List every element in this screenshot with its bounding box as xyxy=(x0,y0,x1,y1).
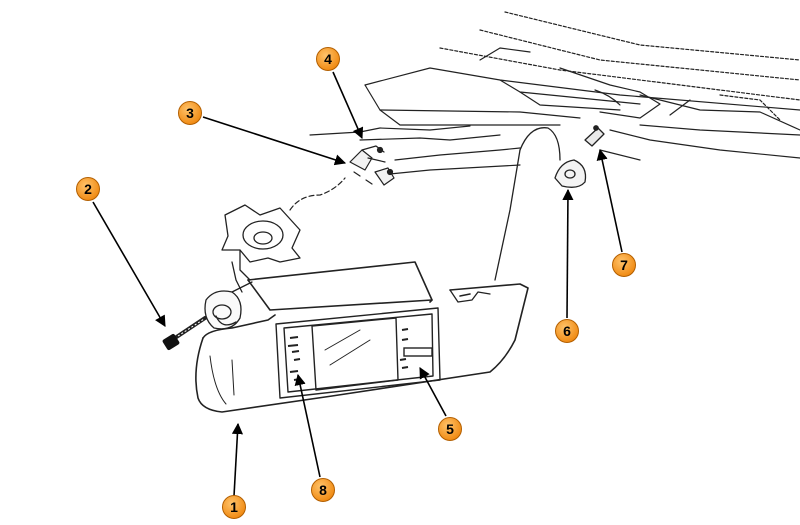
leader-1 xyxy=(231,422,244,497)
leader-6 xyxy=(562,188,574,319)
leader-5 xyxy=(419,367,447,417)
callout-7: 7 xyxy=(612,253,636,277)
callout-6-label: 6 xyxy=(563,323,571,339)
callout-8-label: 8 xyxy=(319,482,327,498)
visor-pivot-base xyxy=(204,281,253,330)
callout-4: 4 xyxy=(316,47,340,71)
roof-headliner xyxy=(309,11,800,176)
visor-screw xyxy=(162,316,207,351)
right-side-retainer xyxy=(554,125,605,188)
leader-lines xyxy=(92,71,623,497)
roof-opening xyxy=(494,127,561,281)
sun-visor-body xyxy=(195,261,529,413)
callout-2-label: 2 xyxy=(84,181,92,197)
leader-7 xyxy=(596,148,623,253)
leader-8 xyxy=(294,373,321,478)
leader-3 xyxy=(202,116,347,166)
vanity-mirror-frame xyxy=(275,307,441,399)
leader-2 xyxy=(92,201,166,327)
wiring-line xyxy=(289,177,346,211)
visor-retainer-clips xyxy=(349,145,395,186)
callout-3-label: 3 xyxy=(186,105,194,121)
callout-6: 6 xyxy=(555,319,579,343)
callout-1: 1 xyxy=(222,495,246,519)
callout-3: 3 xyxy=(178,101,202,125)
callout-5-label: 5 xyxy=(446,421,454,437)
leader-4 xyxy=(332,71,364,140)
callout-4-label: 4 xyxy=(324,51,332,67)
callout-7-label: 7 xyxy=(620,257,628,273)
callout-2: 2 xyxy=(76,177,100,201)
vanity-mirror-lamp-left xyxy=(287,336,301,381)
callout-1-label: 1 xyxy=(230,499,238,515)
vanity-mirror-lamp-right xyxy=(399,328,433,369)
callout-8: 8 xyxy=(311,478,335,502)
callout-5: 5 xyxy=(438,417,462,441)
